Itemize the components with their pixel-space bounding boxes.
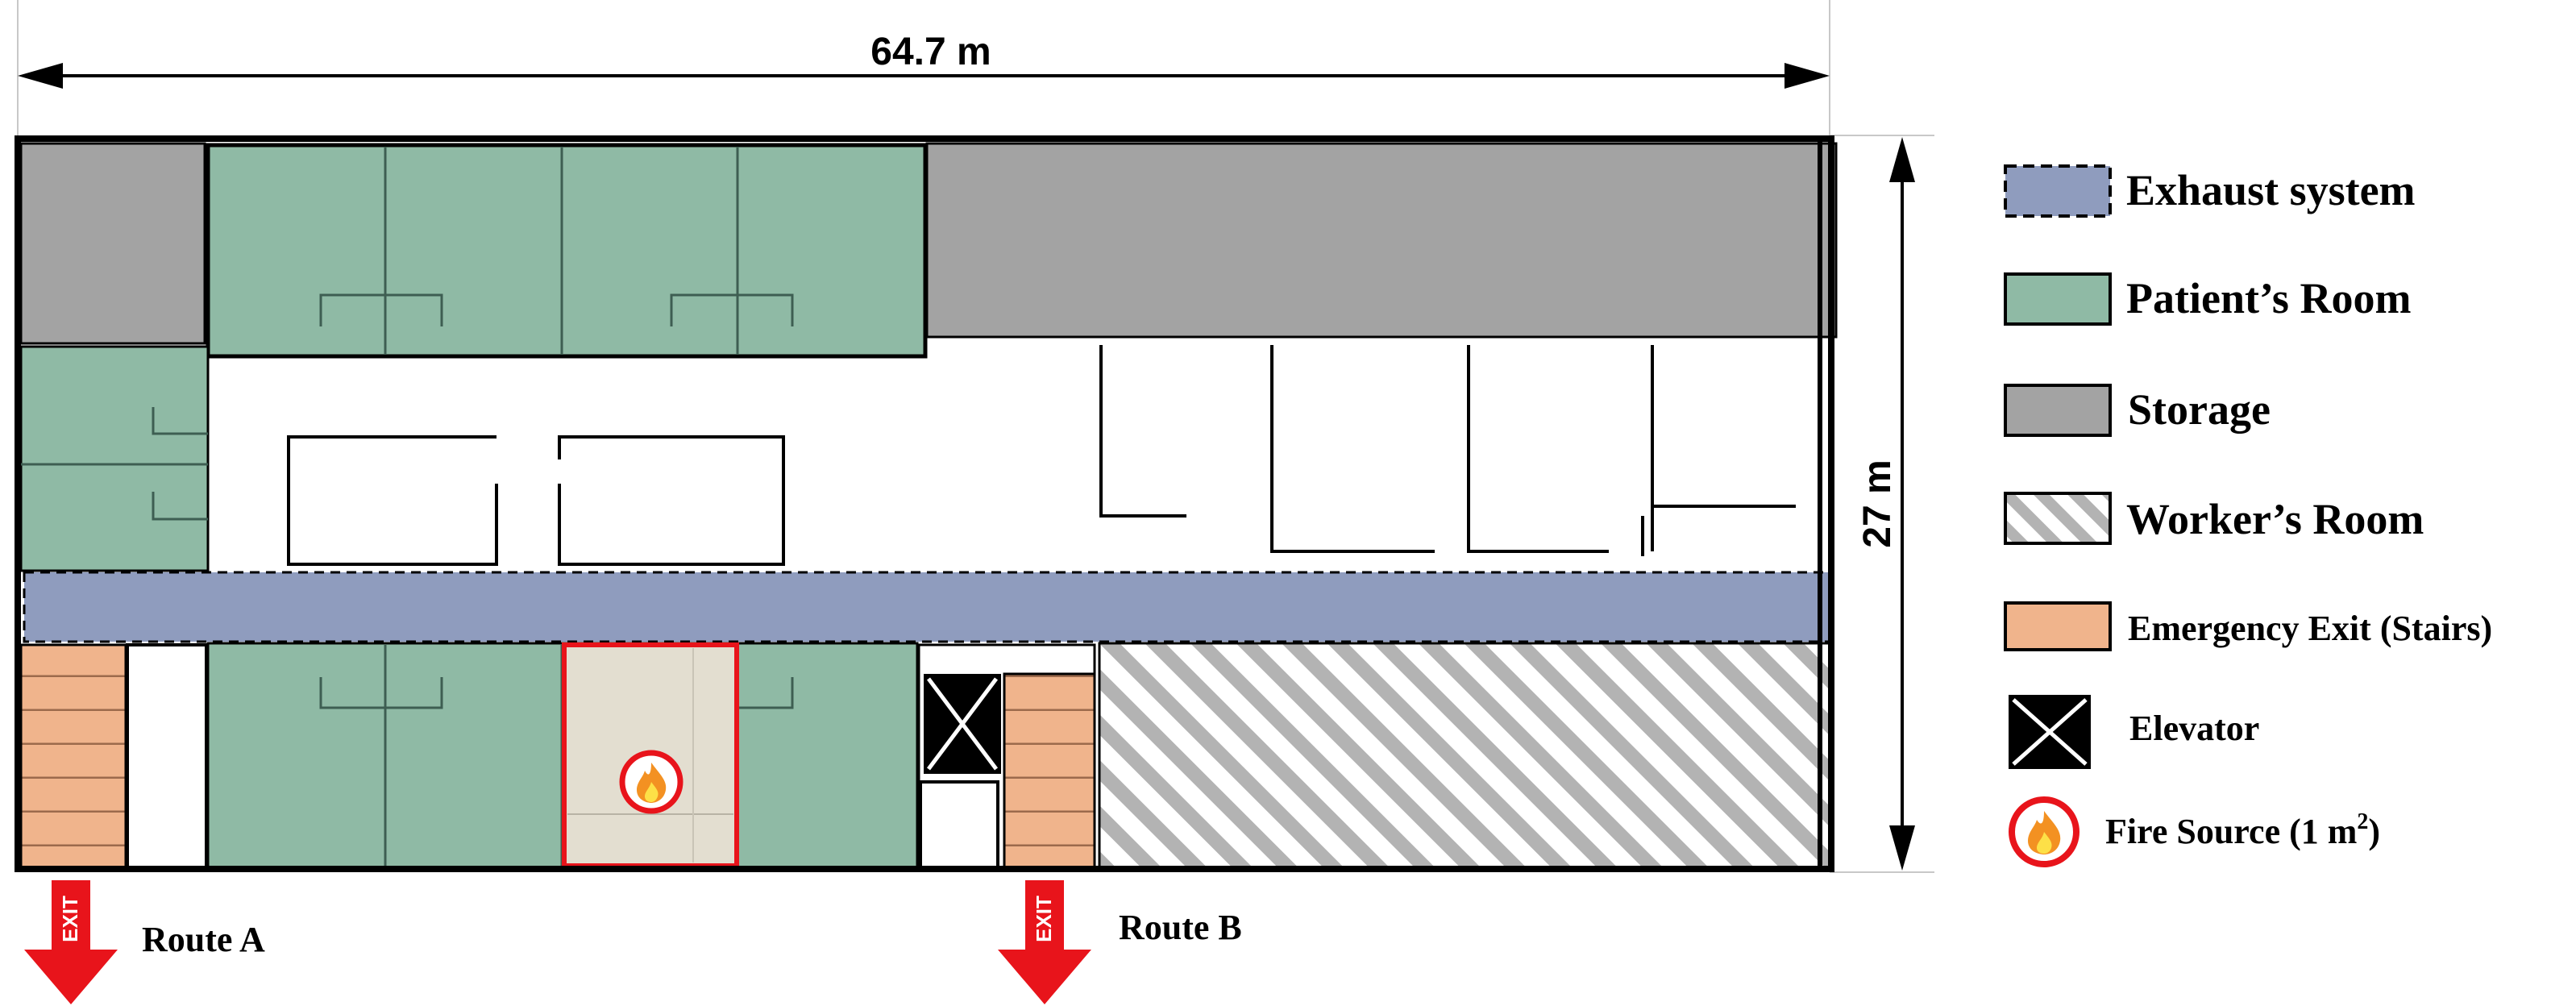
legend-label-elevator: Elevator (2129, 709, 2259, 748)
width-dimension (17, 0, 1830, 137)
route-a-label: Route A (142, 920, 265, 959)
legend-swatch-storage (2004, 384, 2112, 437)
legend-swatch-workers-room (2004, 492, 2112, 545)
route-b-label: Route B (1119, 908, 1242, 947)
exhaust-system-band (23, 571, 1831, 643)
legend-flame-icon (2009, 796, 2079, 867)
workers-room (1098, 642, 1834, 871)
exit-sign-b: EXIT (1032, 896, 1056, 942)
legend-swatch-exhaust (2004, 164, 2112, 218)
storage-room-top-left (19, 142, 206, 345)
flame-icon (619, 750, 683, 814)
legend-label-storage: Storage (2128, 385, 2271, 434)
height-label: 27 m (1856, 459, 1899, 547)
legend: Exhaust system Patient’s Room Storage Wo… (2004, 164, 2492, 867)
legend-label-patient-room: Patient’s Room (2126, 274, 2411, 322)
legend-label-workers-room: Worker’s Room (2126, 495, 2424, 543)
stairs-route-a (19, 643, 127, 869)
corridor-bottom-left (126, 643, 208, 869)
exit-sign-a: EXIT (58, 896, 82, 942)
exit-arrow-icon (998, 880, 1091, 1004)
building-outer-wall (15, 135, 1834, 872)
elevator-cross-icon (924, 674, 1001, 774)
patient-rooms-top (206, 143, 928, 359)
legend-label-exhaust: Exhaust system (2126, 166, 2416, 214)
storage-room-top-right (925, 142, 1838, 339)
height-dimension (1830, 135, 1934, 873)
legend-elevator-icon (2009, 695, 2091, 769)
legend-label-emergency-exit: Emergency Exit (Stairs) (2128, 609, 2492, 648)
patient-room-left (19, 345, 210, 572)
corridor-partitions (287, 345, 1796, 566)
fire-room (562, 642, 739, 868)
elevator-lobby (919, 780, 999, 869)
width-label: 64.7 m (870, 31, 991, 73)
legend-label-fire-source: Fire Source (1 m2) (2105, 809, 2380, 851)
legend-swatch-emergency-exit (2004, 601, 2112, 651)
legend-swatch-patient-room (2004, 272, 2112, 326)
stairs-route-b (1003, 672, 1096, 869)
exit-arrow-icon (24, 880, 118, 1004)
